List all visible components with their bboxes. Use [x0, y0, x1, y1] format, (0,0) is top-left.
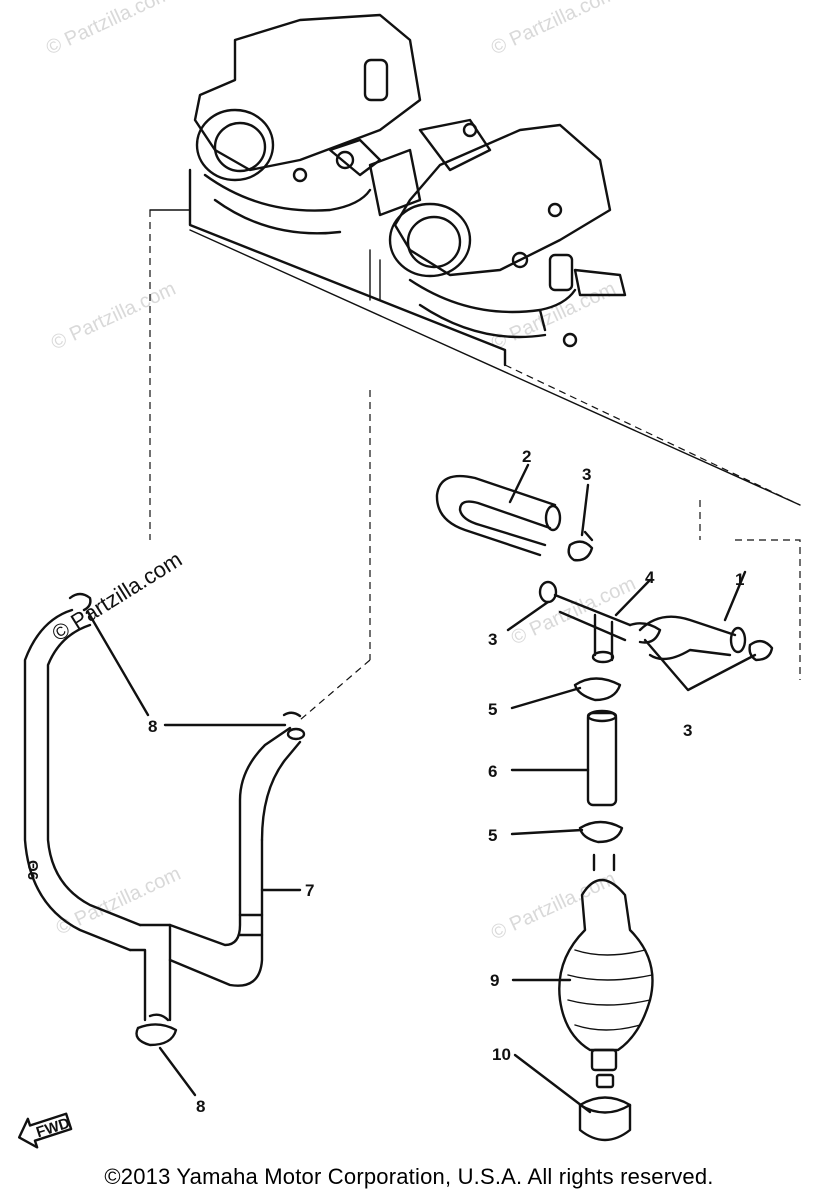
- watermark: © Partzilla.com: [43, 0, 174, 60]
- callout-numbers: 1 2 3 3 3 4 5 5 6 7 8 8 9 10: [148, 447, 744, 1116]
- callout-6: 6: [488, 762, 497, 781]
- watermark: © Partzilla.com: [48, 278, 179, 355]
- callout-3: 3: [683, 721, 692, 740]
- callout-10: 10: [492, 1045, 511, 1064]
- watermark: © Partzilla.com: [488, 0, 619, 60]
- callout-5: 5: [488, 700, 497, 719]
- watermarks: © Partzilla.com © Partzilla.com © Partzi…: [43, 0, 639, 945]
- watermark-dark: © Partzilla.com: [47, 546, 186, 646]
- callout-4: 4: [645, 568, 655, 587]
- hose-marking: Θ6: [24, 860, 41, 880]
- callout-7: 7: [305, 881, 314, 900]
- fwd-label: FWD: [34, 1115, 72, 1142]
- callout-9: 9: [490, 971, 499, 990]
- watermark: © Partzilla.com: [53, 863, 184, 940]
- callout-8: 8: [148, 717, 157, 736]
- callout-8: 8: [196, 1097, 205, 1116]
- callout-5: 5: [488, 826, 497, 845]
- copyright-notice: ©2013 Yamaha Motor Corporation, U.S.A. A…: [104, 1164, 714, 1189]
- callout-3: 3: [488, 630, 497, 649]
- callout-3: 3: [582, 465, 591, 484]
- carburetor-assembly: [149, 13, 801, 506]
- callout-leaders: [86, 463, 757, 1114]
- forward-direction-arrow: FWD: [17, 1112, 73, 1149]
- right-components: [435, 474, 774, 1142]
- left-hose-assembly: Θ6: [23, 592, 306, 1047]
- callout-2: 2: [522, 447, 531, 466]
- callout-1: 1: [735, 570, 744, 589]
- leader-lines: [149, 210, 801, 721]
